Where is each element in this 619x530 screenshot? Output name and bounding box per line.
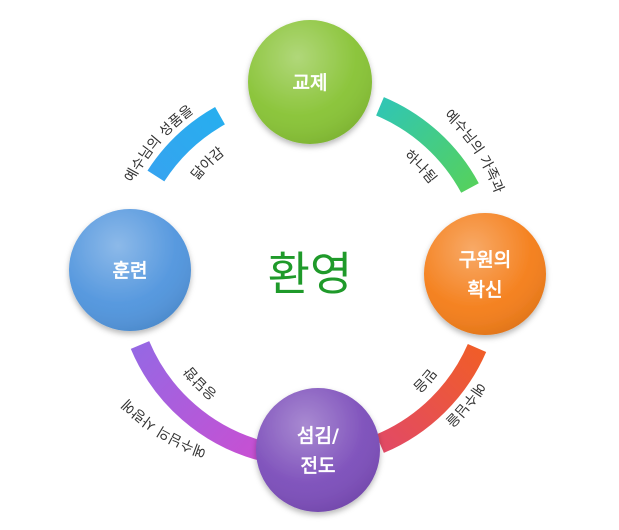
- node-bottom-label-line-2: 전도: [301, 455, 336, 477]
- ring-arc-bottom-left: [130, 340, 265, 461]
- node-left-sheen: [69, 209, 191, 331]
- arc-label-bottom-left-inner: 응답함: [181, 363, 220, 402]
- arc-label-top-left-inner: 닮아감: [188, 144, 227, 183]
- node-top: 교제: [248, 20, 372, 144]
- node-top-label: 교제: [293, 72, 328, 94]
- node-right: 구원의 확신: [424, 213, 546, 335]
- ring-arc-bottom-right: [375, 343, 487, 453]
- node-right-label-line-2: 확신: [468, 278, 503, 301]
- node-top-sheen: [248, 20, 372, 144]
- ring-arc-top-right: [375, 97, 479, 193]
- center-label: 환영: [268, 247, 353, 301]
- node-right-sheen: [424, 213, 546, 335]
- node-bottom-label-line-1: 섬김/: [297, 425, 339, 447]
- node-bottom: 섬김/ 전도: [256, 388, 380, 512]
- node-bottom-sheen: [256, 388, 380, 512]
- node-left: 훈련: [69, 209, 191, 331]
- node-left-label: 훈련: [113, 259, 148, 282]
- node-right-label-line-1: 구원의: [459, 249, 511, 271]
- ring-arc-top-left: [147, 106, 226, 182]
- ring: [130, 97, 487, 461]
- arc-label-bottom-right-inner: 믿음: [410, 365, 439, 395]
